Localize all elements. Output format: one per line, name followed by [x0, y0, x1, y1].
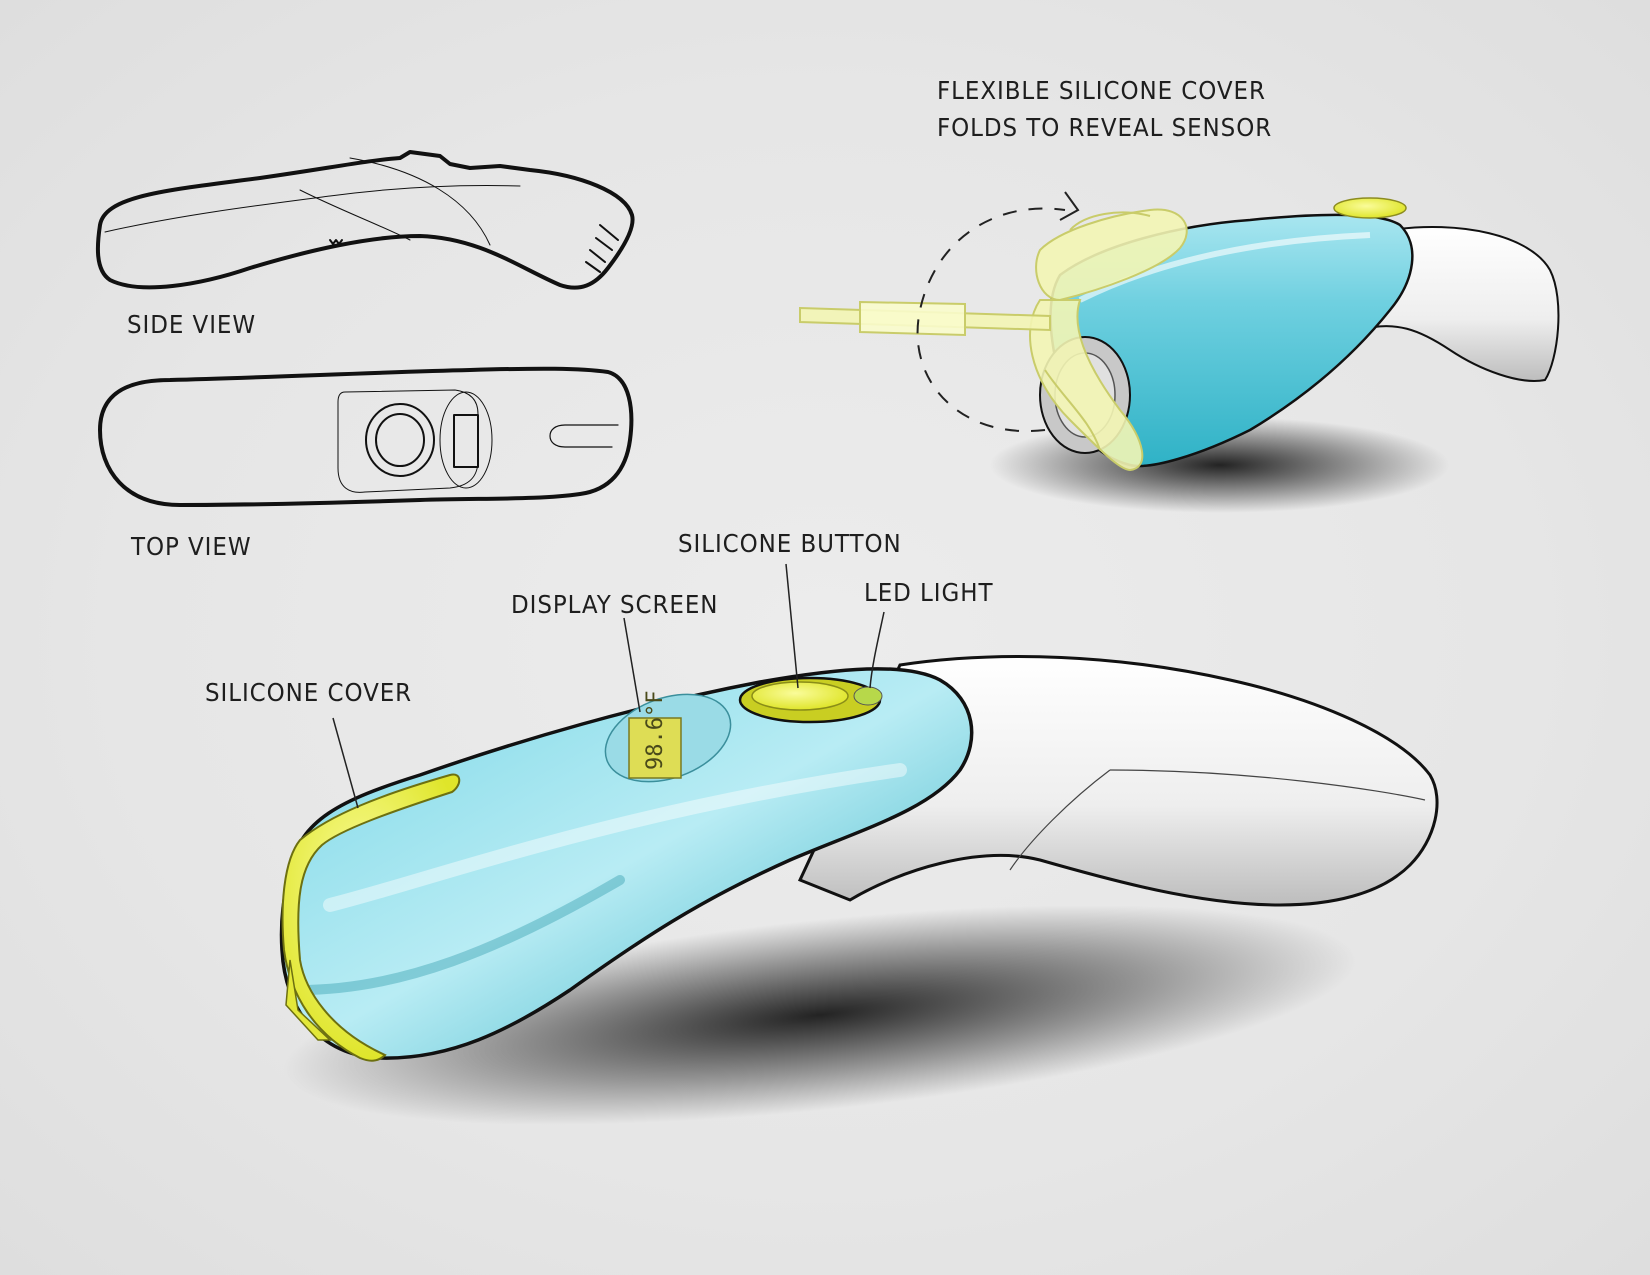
led-light-label: LED LIGHT	[864, 578, 994, 607]
leader-led-light	[869, 611, 885, 689]
folded-silicone-cover	[799, 208, 1188, 472]
side-view-sketch	[95, 150, 635, 290]
silicone-button-label: SILICONE BUTTON	[678, 529, 902, 558]
led-light	[853, 686, 883, 706]
flexible-cover-caption-line-2: FOLDS TO REVEAL SENSOR	[937, 113, 1273, 142]
flexible-cover-caption: FLEXIBLE SILICONE COVER FOLDS TO REVEAL …	[937, 72, 1272, 146]
top-view-label: TOP VIEW	[131, 532, 252, 561]
main-product-render: 98.6°F	[279, 563, 1439, 1126]
display-screen: 98.6°F	[628, 691, 682, 779]
folded-cover-render	[799, 191, 1560, 513]
leader-silicone-cover	[332, 717, 359, 809]
flexible-cover-caption-line-1: FLEXIBLE SILICONE COVER	[937, 76, 1266, 105]
top-render-button	[1333, 197, 1407, 219]
side-view-label: SIDE VIEW	[127, 310, 257, 339]
top-view-sketch	[98, 366, 634, 507]
leader-display-screen	[623, 617, 641, 713]
display-reading: 98.6°F	[643, 691, 668, 770]
display-screen-label: DISPLAY SCREEN	[511, 590, 719, 619]
leader-silicone-button	[785, 563, 799, 689]
silicone-cover-label: SILICONE COVER	[205, 678, 413, 707]
